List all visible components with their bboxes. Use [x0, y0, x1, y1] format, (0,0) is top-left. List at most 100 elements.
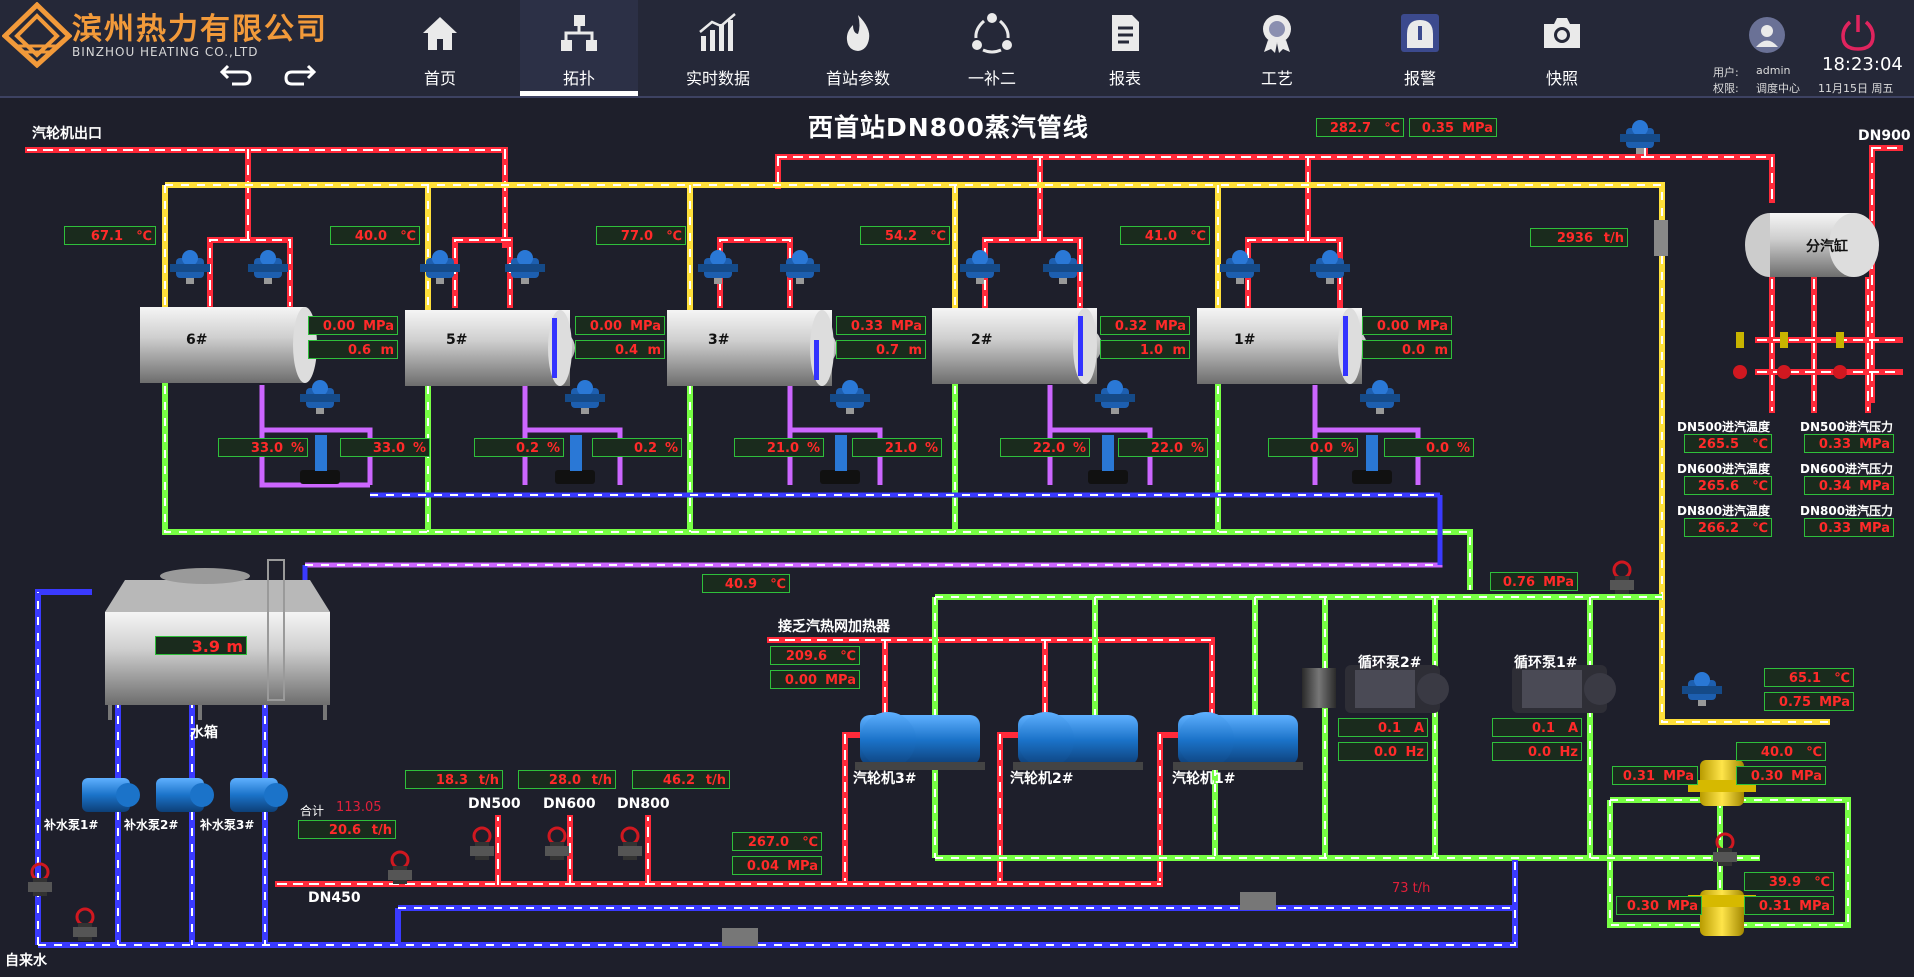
heater-3-name: 3# [708, 332, 730, 348]
heater-5-name: 5# [446, 332, 468, 348]
right-temp-3: 39.9℃ [1744, 872, 1834, 891]
badge-icon [1263, 15, 1291, 53]
dn500-inlet-press-label: DN500进汽压力 [1800, 420, 1894, 434]
company-name: 滨州热力有限公司 [72, 12, 328, 47]
heater-3-valve-a: 21.0% [734, 438, 824, 457]
clock-date: 11月15日 周五 [1818, 82, 1894, 95]
nav-one-two[interactable]: 一补二 [933, 0, 1051, 96]
dn800-inlet-press-label: DN800进汽压力 [1800, 504, 1894, 518]
turbine-1-label: 汽轮机1# [1172, 771, 1236, 787]
header-tank-label: 分汽缸 [1806, 239, 1848, 255]
circulation-pump-1-label: 循环泵1# [1514, 655, 1578, 671]
heater-6-temp: 67.1℃ [64, 226, 156, 245]
dn600-inlet-temp-label: DN600进汽温度 [1677, 462, 1771, 476]
dn800-label: DN800 [617, 796, 670, 812]
nav-process[interactable]: 工艺 [1218, 0, 1336, 96]
makeup-pump-2-label: 补水泵2# [124, 818, 179, 832]
dn500-label: DN500 [468, 796, 521, 812]
heater-tank-1 [1197, 308, 1367, 384]
water-tank-label: 水箱 [190, 725, 218, 741]
alarm-icon [1401, 14, 1439, 52]
heater-1-valve-b: 0.0% [1384, 438, 1474, 457]
nav-topology-label: 拓扑 [562, 69, 595, 88]
circulation-pump-units [1302, 665, 1616, 713]
nav-report[interactable]: 报表 [1066, 0, 1184, 96]
nav-home-label: 首页 [423, 69, 456, 88]
nav-snapshot[interactable]: 快照 [1503, 0, 1621, 96]
heater-2-temp: 54.2℃ [860, 226, 950, 245]
nav-snapshot-label: 快照 [1545, 69, 1578, 88]
heater-tank-5 [405, 310, 575, 386]
heater-6-valve-a: 33.0% [218, 438, 308, 457]
turbine-2-label: 汽轮机2# [1010, 771, 1074, 787]
dn500-inlet-temp: 265.5℃ [1684, 434, 1772, 453]
nav-topology[interactable]: 拓扑 [520, 0, 638, 96]
dn600-label: DN600 [543, 796, 596, 812]
nav-home[interactable]: 首页 [381, 0, 499, 96]
drain-valves [300, 435, 1392, 484]
report-icon [1112, 15, 1139, 51]
redo-icon[interactable] [282, 60, 318, 86]
power-icon[interactable] [1840, 12, 1876, 52]
turbine-units [855, 712, 1303, 770]
header-valves [1654, 220, 1847, 379]
undo-icon[interactable] [218, 60, 254, 86]
camera-icon [1544, 18, 1580, 48]
nav-station-params[interactable]: 首站参数 [799, 0, 917, 96]
right-temp-1: 65.1℃ [1764, 668, 1854, 687]
exhaust-temp: 267.0℃ [732, 832, 822, 851]
total-label: 合计 [300, 804, 325, 818]
heater-inlet-temp: 209.6℃ [770, 646, 860, 665]
turbine-outlet-label: 汽轮机出口 [32, 126, 102, 142]
dn900-label: DN900 [1858, 128, 1911, 144]
realtime-chart-icon [699, 13, 736, 51]
right-temp-2: 40.0℃ [1736, 742, 1826, 761]
heater-5-valve-a: 0.2% [474, 438, 564, 457]
heater-3-temp: 77.0℃ [596, 226, 686, 245]
heater-tank-3 [667, 310, 837, 386]
nav-alarm-label: 报警 [1403, 69, 1436, 88]
nav-report-label: 报表 [1108, 69, 1141, 88]
user-name: admin [1756, 64, 1791, 77]
page-title: 西首站DN800蒸汽管线 [808, 113, 1089, 142]
role-label: 权限: [1713, 82, 1739, 95]
heater-2-valve-a: 22.0% [1000, 438, 1090, 457]
user-avatar-icon[interactable] [1748, 16, 1786, 54]
dn600-inlet-press-label: DN600进汽压力 [1800, 462, 1894, 476]
heater-1-name: 1# [1234, 332, 1256, 348]
topology-icon [561, 15, 597, 51]
nav-alarm[interactable]: 报警 [1361, 0, 1479, 96]
heater-2-name: 2# [971, 332, 993, 348]
cycle-icon [972, 13, 1012, 54]
return-water-temp: 40.9℃ [702, 574, 790, 593]
makeup-pump-units [82, 778, 288, 812]
heater-3-valve-b: 21.0% [852, 438, 942, 457]
dn450-label: DN450 [308, 890, 361, 906]
circulation-pump-2-label: 循环泵2# [1358, 655, 1422, 671]
nav-realtime[interactable]: 实时数据 [659, 0, 777, 96]
user-label: 用户: [1713, 66, 1739, 79]
role-name: 调度中心 [1756, 82, 1800, 95]
heater-tank-2 [932, 308, 1102, 384]
flame-icon [846, 15, 870, 51]
